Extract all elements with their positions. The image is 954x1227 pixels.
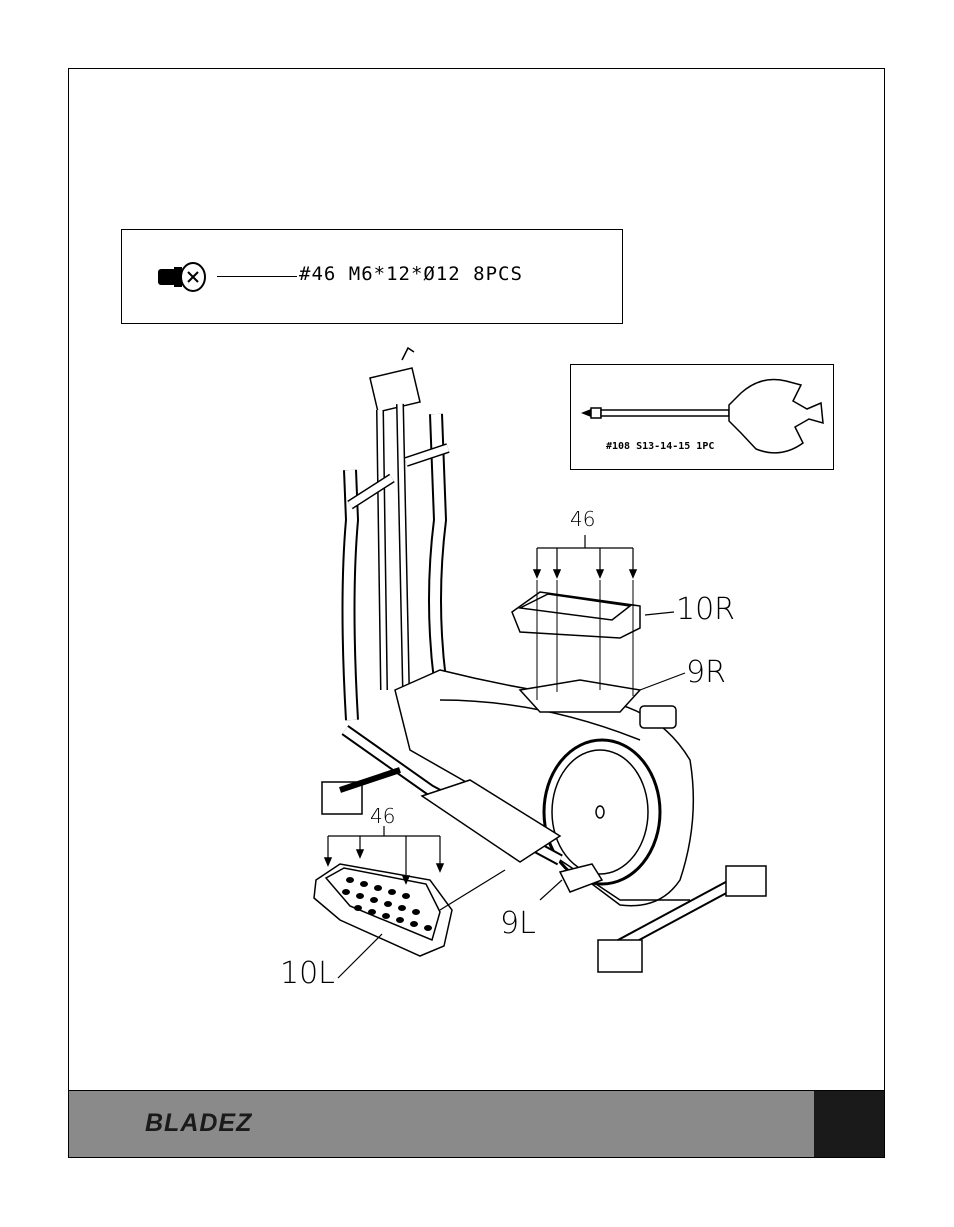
callout-arm-left: 9L xyxy=(500,906,536,941)
tool-label: #108 S13-14-15 1PC xyxy=(606,441,715,452)
tool-box: #108 S13-14-15 1PC xyxy=(570,364,834,470)
hardware-box: #46 M6*12*Ø12 8PCS xyxy=(121,229,623,324)
hardware-label: #46 M6*12*Ø12 8PCS xyxy=(299,263,523,285)
wrench-screwdriver-icon xyxy=(581,378,824,454)
hardware-leader-line xyxy=(217,276,297,277)
footer-bar: BLADEZ xyxy=(68,1090,885,1158)
callout-pedal-right: 10R xyxy=(676,592,736,627)
footer-page-block xyxy=(814,1091,884,1157)
callout-screw-right: 46 xyxy=(570,507,596,531)
callout-screw-left: 46 xyxy=(370,804,396,828)
callout-pedal-left: 10L xyxy=(280,956,335,991)
brand-logo: BLADEZ xyxy=(145,1109,253,1137)
screw-icon xyxy=(158,262,206,292)
callout-arm-right: 9R xyxy=(686,655,726,690)
